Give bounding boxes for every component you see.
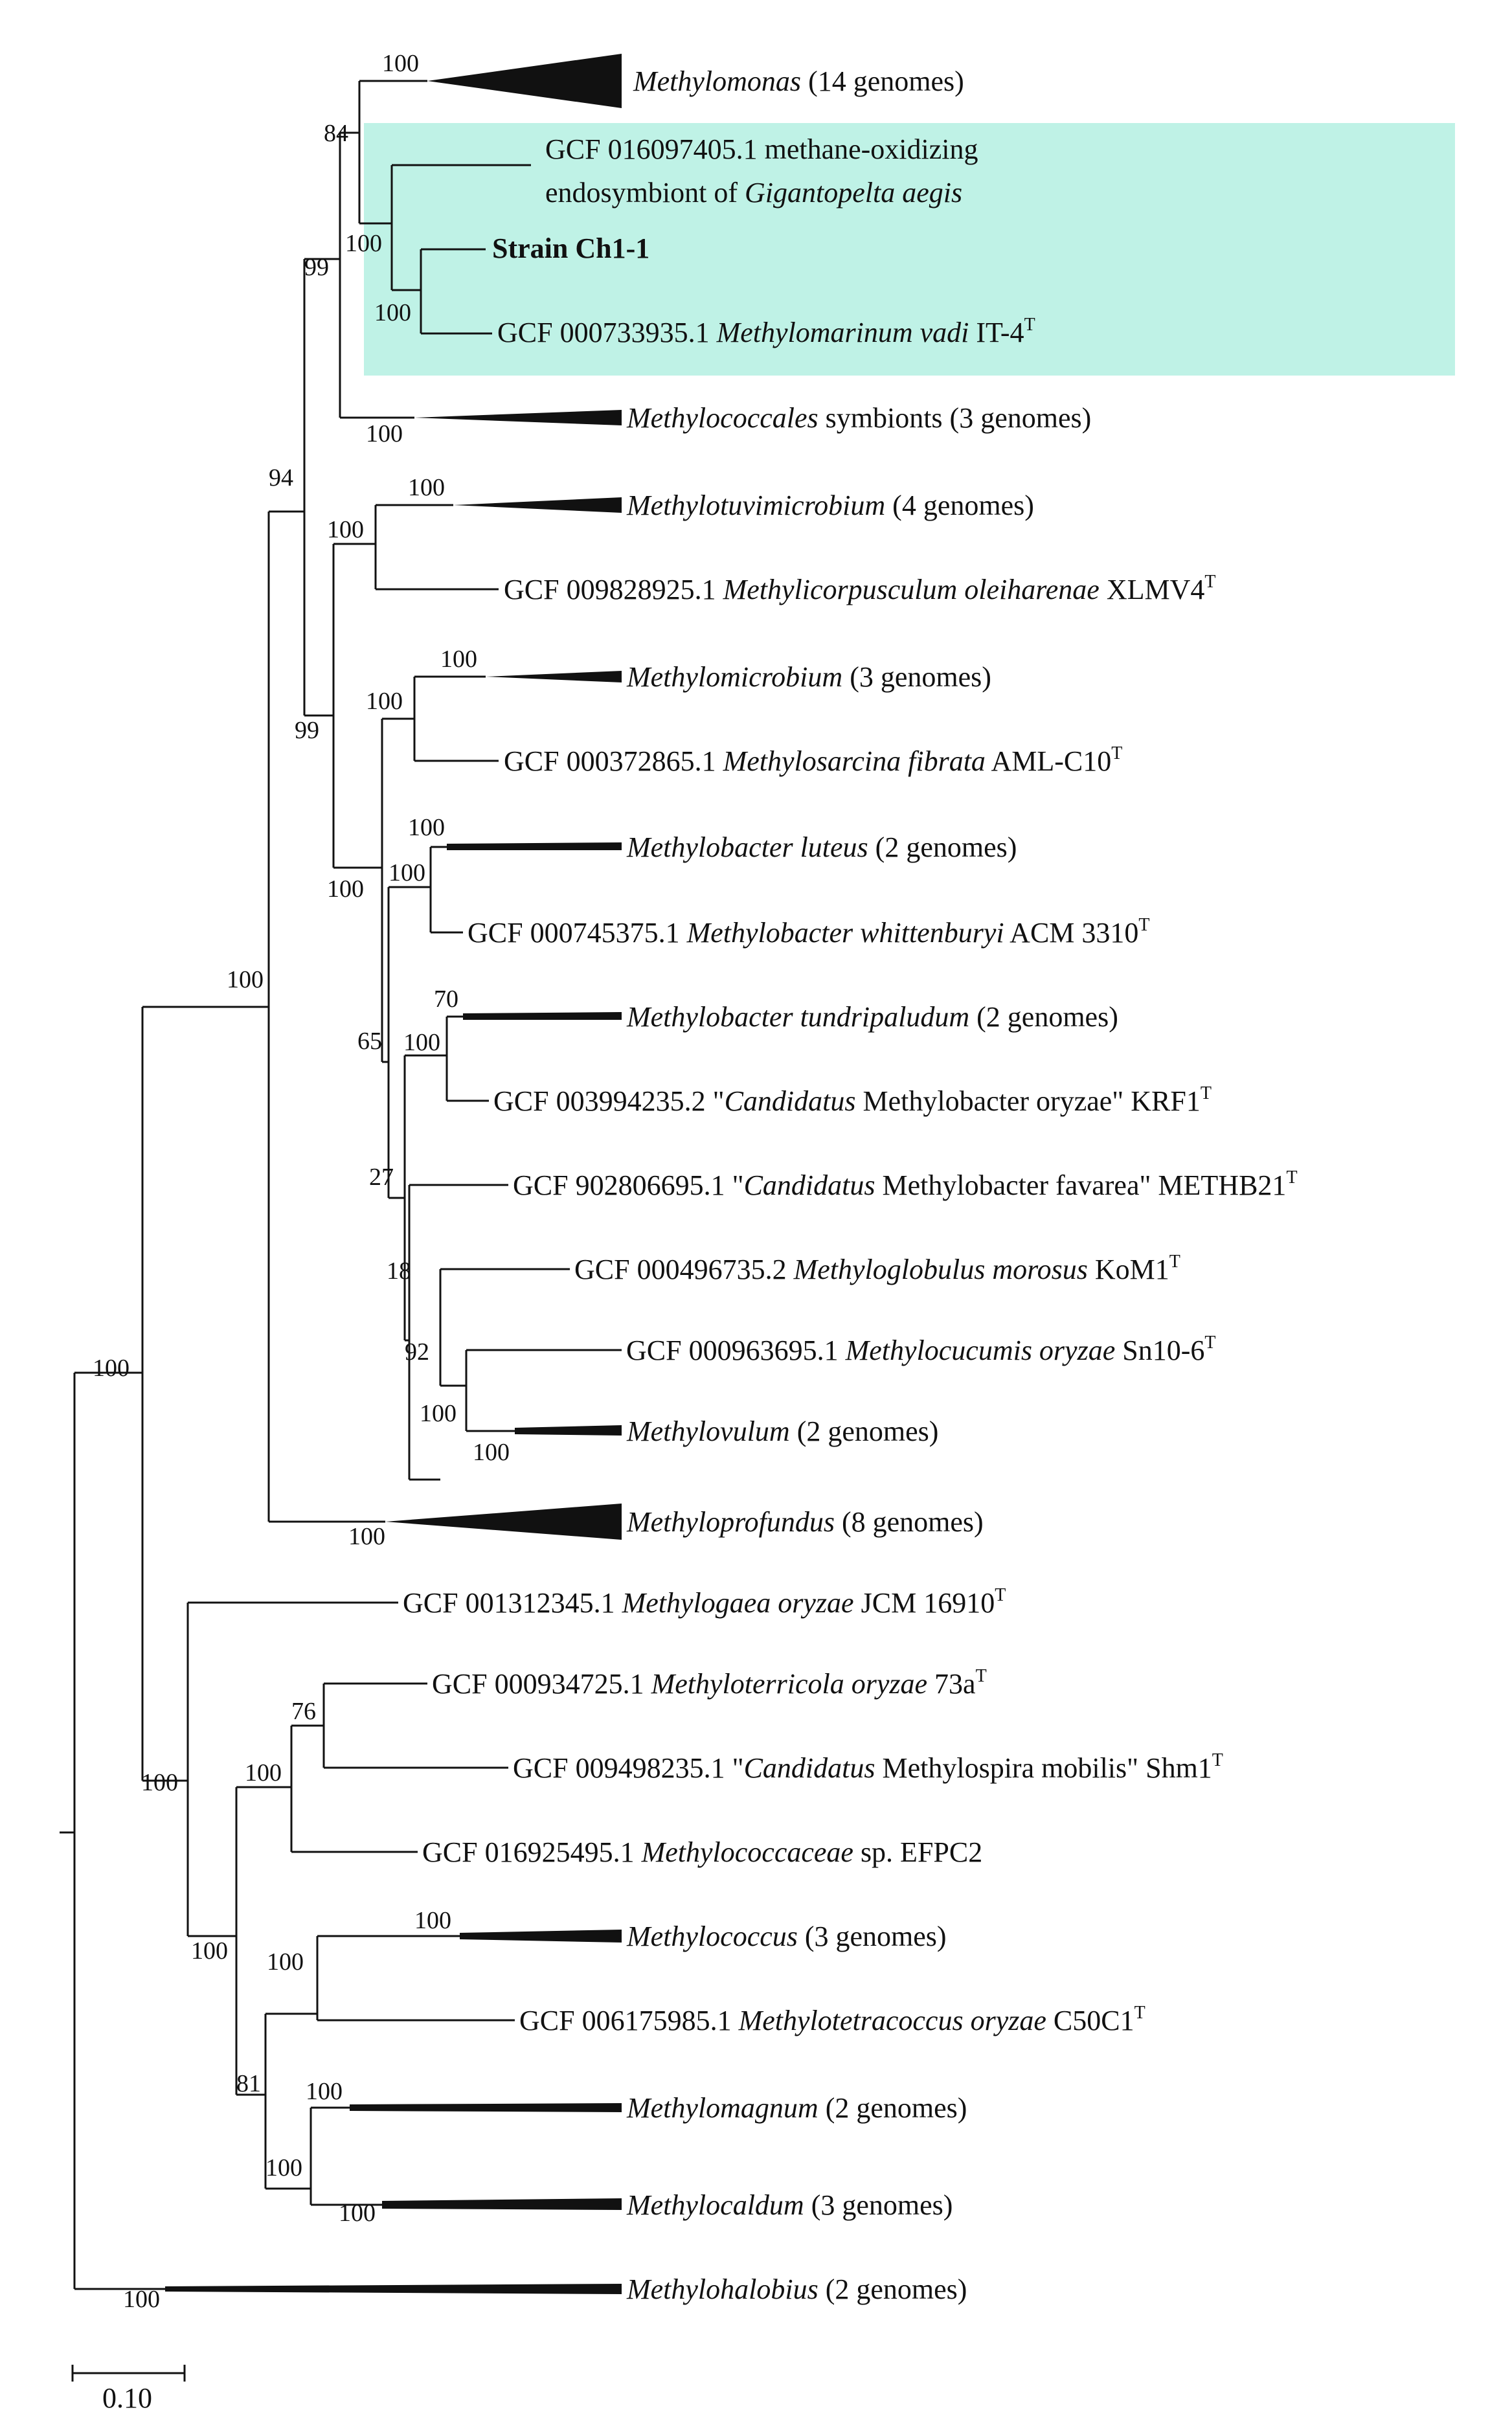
label-candidatus-methylobacter-oryzae: GCF 003994235.2 "Candidatus Methylobacte… bbox=[493, 1083, 1212, 1117]
bootstrap-values: 100 84 100 100 99 100 94 100 100 99 100 … bbox=[93, 50, 510, 2313]
label-methylocaldum: Methylocaldum (3 genomes) bbox=[626, 2189, 953, 2221]
bootstrap-value: 100 bbox=[382, 50, 419, 77]
wedge-methylomicrobium bbox=[486, 671, 622, 682]
bootstrap-value: 100 bbox=[374, 299, 411, 326]
wedge-methylohalobius bbox=[165, 2284, 622, 2294]
bootstrap-value: 100 bbox=[389, 859, 425, 886]
wedge-methylobacter-tundripaludum bbox=[463, 1012, 622, 1020]
bootstrap-value: 100 bbox=[327, 516, 364, 543]
bootstrap-value: 100 bbox=[366, 688, 403, 715]
wedge-methylobacter-luteus bbox=[447, 842, 622, 850]
wedge-methylotuvimicrobium bbox=[453, 497, 622, 513]
wedge-methylococcales-symbionts bbox=[414, 410, 622, 425]
label-gigantopelta-line2: endosymbiont of Gigantopelta aegis bbox=[545, 177, 962, 208]
label-methylosarcina: GCF 000372865.1 Methylosarcina fibrata A… bbox=[504, 743, 1122, 777]
label-methylospira: GCF 009498235.1 "Candidatus Methylospira… bbox=[513, 1750, 1223, 1784]
label-methylococcus: Methylococcus (3 genomes) bbox=[626, 1921, 947, 1952]
label-strain-ch1-1: Strain Ch1-1 bbox=[492, 232, 649, 264]
bootstrap-value: 99 bbox=[304, 254, 329, 281]
bootstrap-value: 70 bbox=[434, 986, 458, 1013]
bootstrap-value: 100 bbox=[348, 1523, 385, 1550]
bootstrap-value: 100 bbox=[420, 1400, 457, 1427]
bootstrap-value: 84 bbox=[324, 120, 348, 147]
bootstrap-value: 100 bbox=[345, 230, 382, 257]
label-methyloterricola: GCF 000934725.1 Methyloterricola oryzae … bbox=[432, 1666, 987, 1700]
bootstrap-value: 100 bbox=[339, 2200, 376, 2227]
bootstrap-value: 100 bbox=[245, 1759, 282, 1786]
bootstrap-value: 92 bbox=[405, 1338, 429, 1366]
label-methylomonas: Methylomonas (14 genomes) bbox=[633, 65, 964, 97]
highlight-box bbox=[364, 123, 1455, 376]
bootstrap-value: 100 bbox=[440, 646, 477, 673]
bootstrap-value: 100 bbox=[265, 2154, 302, 2181]
label-methylicorpusculum: GCF 009828925.1 Methylicorpusculum oleih… bbox=[504, 572, 1215, 605]
bootstrap-value: 100 bbox=[366, 420, 403, 447]
wedge-methylovulum bbox=[515, 1425, 622, 1436]
label-methyloglobulus: GCF 000496735.2 Methyloglobulus morosus … bbox=[574, 1252, 1180, 1285]
label-methylococcaceae-sp: GCF 016925495.1 Methylococcaceae sp. EFP… bbox=[422, 1836, 982, 1868]
bootstrap-value: 100 bbox=[403, 1029, 440, 1056]
bootstrap-value: 99 bbox=[295, 717, 319, 744]
tree-branches bbox=[60, 80, 622, 2290]
bootstrap-value: 100 bbox=[327, 875, 364, 903]
bootstrap-value: 18 bbox=[387, 1257, 411, 1285]
bootstrap-value: 65 bbox=[357, 1028, 382, 1055]
bootstrap-value: 100 bbox=[93, 1355, 130, 1382]
label-methylotetracoccus: GCF 006175985.1 Methylotetracoccus oryza… bbox=[519, 2003, 1145, 2036]
bootstrap-value: 100 bbox=[267, 1948, 304, 1976]
taxon-labels: Methylomonas (14 genomes) GCF 016097405.… bbox=[403, 65, 1298, 2305]
label-candidatus-methylobacter-favarea: GCF 902806695.1 "Candidatus Methylobacte… bbox=[513, 1167, 1298, 1201]
bootstrap-value: 100 bbox=[408, 474, 445, 501]
label-methylobacter-luteus: Methylobacter luteus (2 genomes) bbox=[626, 831, 1017, 863]
label-methylohalobius: Methylohalobius (2 genomes) bbox=[626, 2273, 967, 2305]
wedge-methylomonas bbox=[427, 54, 622, 108]
bootstrap-value: 100 bbox=[306, 2078, 343, 2105]
label-methylomagnum: Methylomagnum (2 genomes) bbox=[626, 2092, 967, 2124]
label-methylococcales-symbionts: Methylococcales symbionts (3 genomes) bbox=[626, 402, 1091, 434]
label-methylomarinum: GCF 000733935.1 Methylomarinum vadi IT-4… bbox=[497, 315, 1035, 348]
bootstrap-value: 76 bbox=[291, 1698, 316, 1725]
bootstrap-value: 100 bbox=[473, 1439, 510, 1466]
bootstrap-value: 27 bbox=[369, 1164, 394, 1191]
label-methylobacter-whittenburyi: GCF 000745375.1 Methylobacter whittenbur… bbox=[468, 915, 1150, 949]
label-gigantopelta-line1: GCF 016097405.1 methane-oxidizing bbox=[545, 133, 978, 165]
bootstrap-value: 81 bbox=[236, 2070, 261, 2097]
bootstrap-value: 100 bbox=[408, 814, 445, 841]
label-methylotuvimicrobium: Methylotuvimicrobium (4 genomes) bbox=[626, 490, 1034, 521]
scale-bar-label: 0.10 bbox=[102, 2382, 152, 2414]
bootstrap-value: 100 bbox=[141, 1769, 178, 1796]
label-methylobacter-tundripaludum: Methylobacter tundripaludum (2 genomes) bbox=[626, 1001, 1118, 1033]
wedge-methylomagnum bbox=[350, 2103, 622, 2112]
wedge-methylocaldum bbox=[382, 2198, 622, 2210]
label-methylovulum: Methylovulum (2 genomes) bbox=[626, 1415, 938, 1447]
bootstrap-value: 100 bbox=[123, 2286, 160, 2313]
label-methyloprofundus: Methyloprofundus (8 genomes) bbox=[626, 1506, 984, 1538]
bootstrap-value: 100 bbox=[414, 1907, 451, 1934]
bootstrap-value: 100 bbox=[191, 1937, 228, 1965]
bootstrap-value: 100 bbox=[227, 966, 264, 993]
scale-bar bbox=[71, 2365, 186, 2382]
label-methylomicrobium: Methylomicrobium (3 genomes) bbox=[626, 661, 991, 693]
label-methylocucumis: GCF 000963695.1 Methylocucumis oryzae Sn… bbox=[626, 1333, 1215, 1366]
bootstrap-value: 94 bbox=[269, 464, 293, 491]
label-methylogaea: GCF 001312345.1 Methylogaea oryzae JCM 1… bbox=[403, 1585, 1006, 1619]
collapsed-clades bbox=[165, 54, 622, 2294]
wedge-methylococcus bbox=[460, 1930, 622, 1943]
wedge-methyloprofundus bbox=[385, 1504, 622, 1540]
